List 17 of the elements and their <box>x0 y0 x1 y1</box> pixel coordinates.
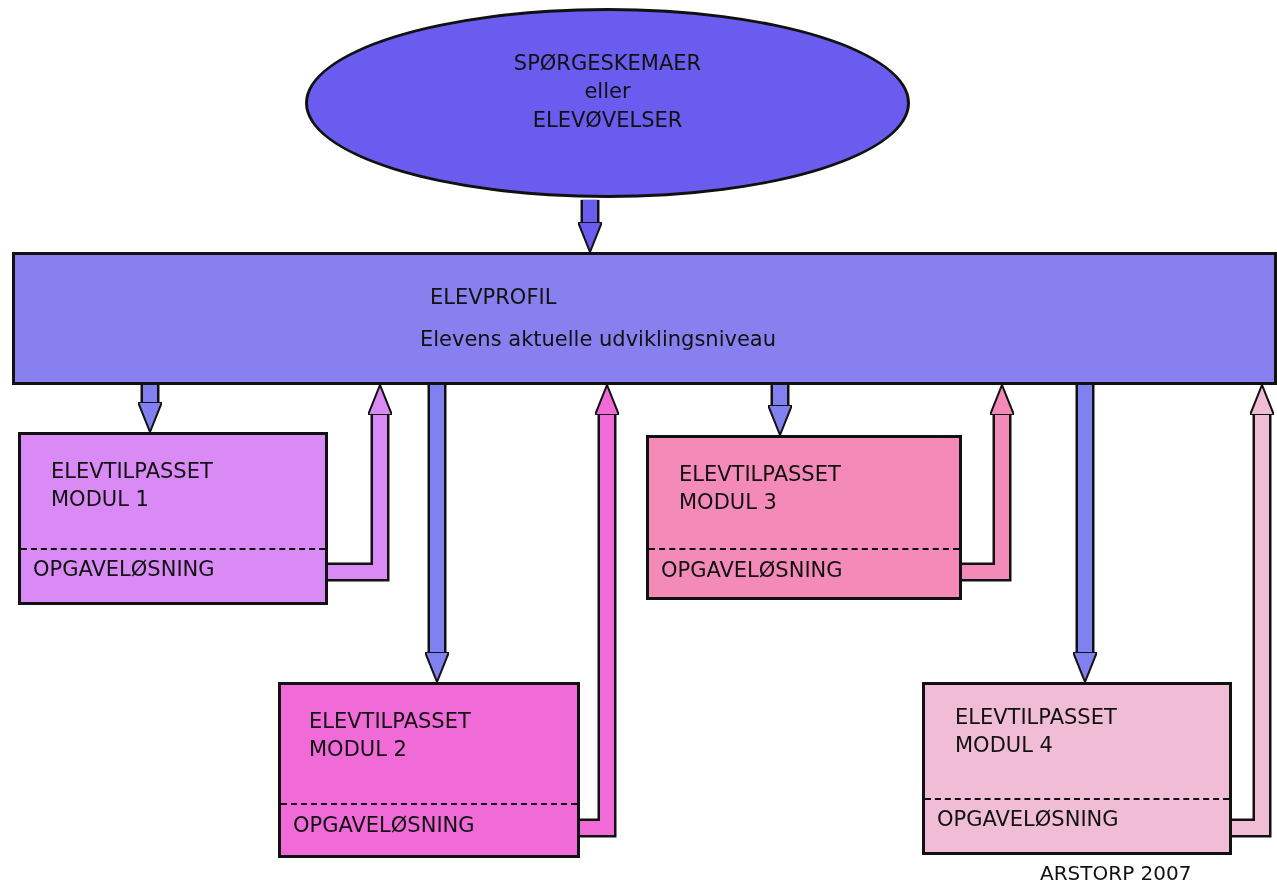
module-box <box>646 435 962 600</box>
node-title: ELEVTILPASSET MODUL 4 <box>955 704 1118 760</box>
node-subtitle: OPGAVELØSNING <box>937 806 1119 833</box>
node-title: ELEVTILPASSET MODUL 3 <box>679 461 842 517</box>
node-subtitle: OPGAVELØSNING <box>661 557 843 584</box>
node-title: ELEVPROFIL <box>430 284 557 311</box>
node-subtitle: OPGAVELØSNING <box>33 556 215 583</box>
module-box <box>922 682 1232 855</box>
node-subtitle: OPGAVELØSNING <box>293 812 475 839</box>
profile-band <box>12 252 1277 385</box>
node-title: ELEVTILPASSET MODUL 2 <box>309 708 472 764</box>
node-title: ELEVTILPASSET MODUL 1 <box>51 458 214 514</box>
node-title: SPØRGESKEMAER eller ELEVØVELSER <box>513 50 702 134</box>
module-box <box>278 682 580 858</box>
module-box <box>18 432 328 605</box>
node-subtitle: Elevens aktuelle udviklingsniveau <box>420 326 777 353</box>
signature-text: ARSTORP 2007 <box>1040 860 1192 887</box>
